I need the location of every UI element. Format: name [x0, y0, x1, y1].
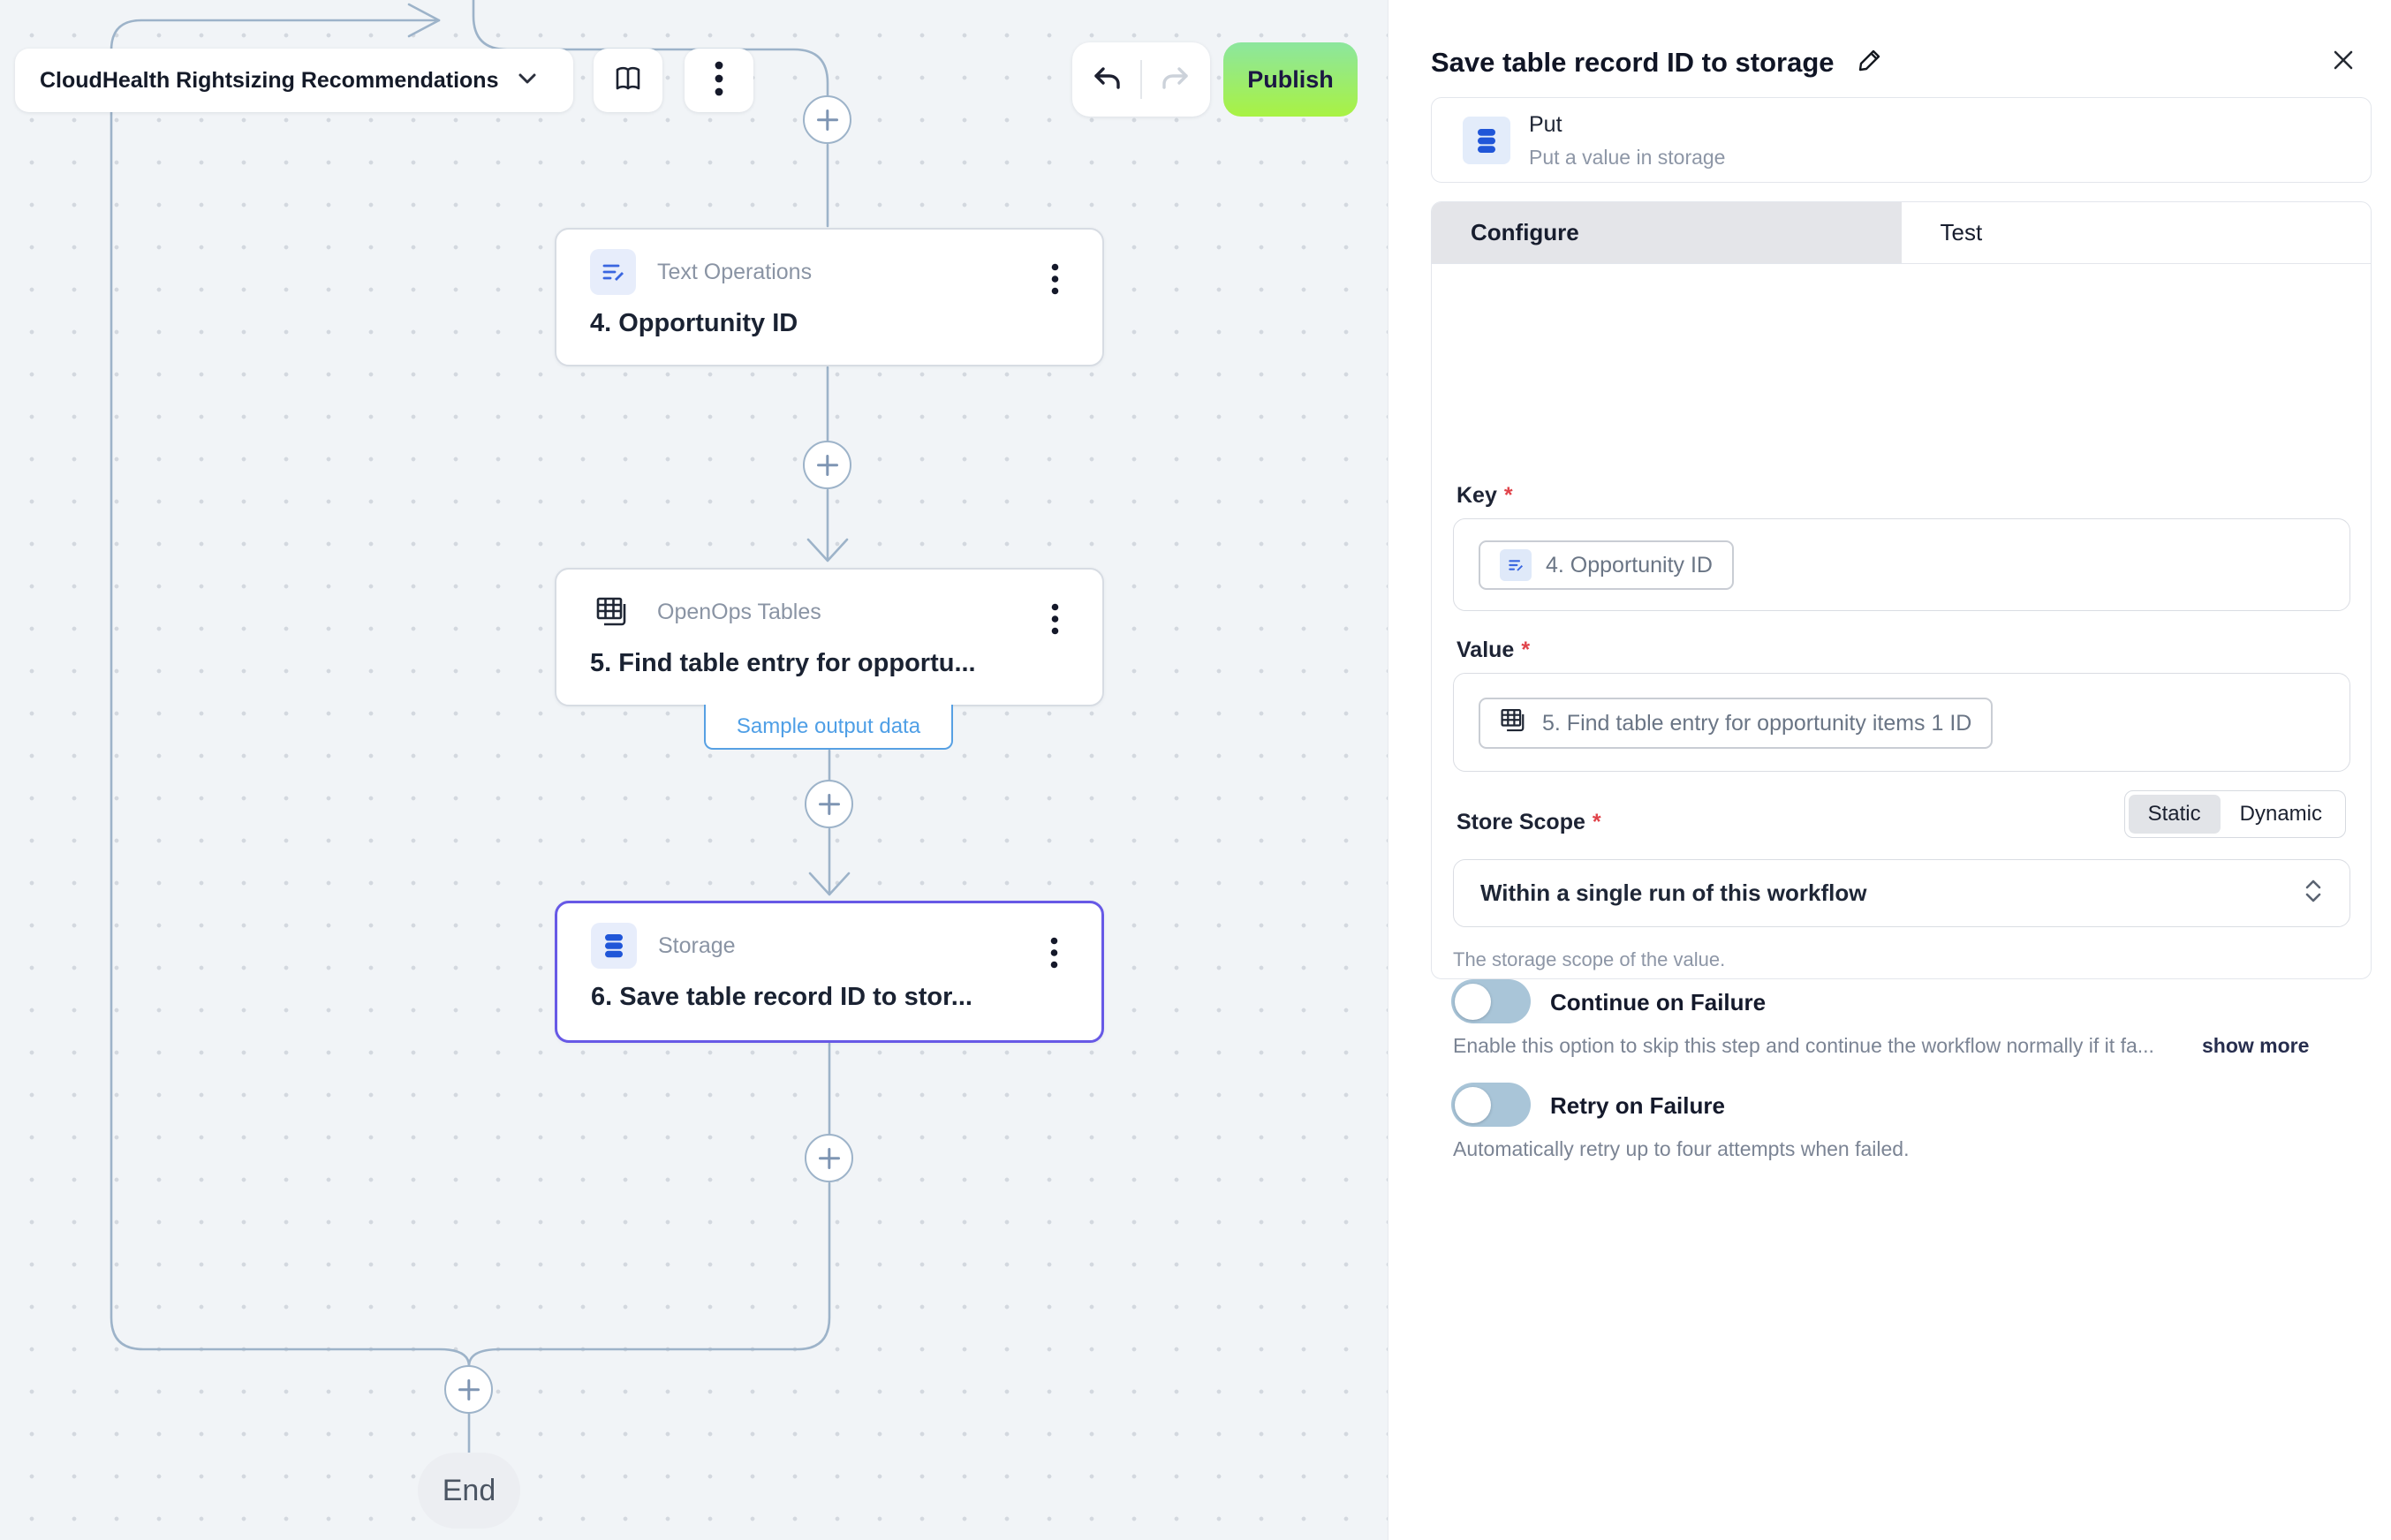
- key-token-chip[interactable]: 4. Opportunity ID: [1479, 540, 1734, 590]
- value-token-chip[interactable]: 5. Find table entry for opportunity item…: [1479, 698, 1994, 749]
- select-chevrons-icon: [2304, 878, 2323, 909]
- node-menu-button[interactable]: [1037, 598, 1072, 640]
- key-token-text: 4. Opportunity ID: [1546, 552, 1713, 578]
- continue-on-failure-description: Enable this option to skip this step and…: [1453, 1034, 2154, 1057]
- node-title: 6. Save table record ID to stor...: [591, 983, 972, 1011]
- sample-output-data-link[interactable]: Sample output data: [704, 705, 953, 750]
- node-openops-tables[interactable]: OpenOps Tables 5. Find table entry for o…: [555, 568, 1104, 706]
- node-storage-selected[interactable]: Storage 6. Save table record ID to stor.…: [555, 901, 1104, 1043]
- node-menu-button[interactable]: [1036, 932, 1071, 974]
- required-asterisk: *: [1503, 483, 1513, 508]
- node-text-operations[interactable]: Text Operations 4. Opportunity ID: [555, 228, 1104, 366]
- undo-button[interactable]: [1072, 42, 1140, 117]
- key-input[interactable]: 4. Opportunity ID: [1453, 518, 2350, 611]
- continue-on-failure-label: Continue on Failure: [1550, 989, 1767, 1015]
- tables-icon: [1500, 707, 1528, 740]
- segment-dynamic[interactable]: Dynamic: [2239, 802, 2322, 826]
- flow-name-button[interactable]: CloudHealth Rightsizing Recommendations: [15, 49, 573, 112]
- show-more-link[interactable]: show more: [2202, 1034, 2310, 1057]
- action-description: Put a value in storage: [1529, 146, 1726, 169]
- node-menu-button[interactable]: [1037, 258, 1072, 300]
- step-settings-panel: Save table record ID to storage: [1388, 0, 2391, 1540]
- arrowhead-into-storage: [808, 872, 851, 896]
- static-dynamic-segmented-control: Static Dynamic: [2123, 790, 2346, 838]
- chevron-down-icon: [516, 71, 539, 91]
- action-summary-card: Put Put a value in storage: [1431, 97, 2372, 183]
- tables-icon: [590, 589, 636, 635]
- store-scope-select[interactable]: Within a single run of this workflow: [1453, 859, 2350, 927]
- required-asterisk: *: [1592, 810, 1601, 834]
- add-step-button-merge[interactable]: [444, 1365, 493, 1414]
- store-scope-helper-text: The storage scope of the value.: [1453, 948, 1726, 970]
- retry-on-failure-toggle[interactable]: [1451, 1083, 1531, 1127]
- key-field-label: Key: [1457, 483, 1497, 508]
- workflow-edges: [110, 0, 851, 1455]
- edit-name-pencil-icon[interactable]: [1856, 46, 1884, 79]
- add-step-button-4[interactable]: [805, 1134, 853, 1182]
- store-scope-selected-value: Within a single run of this workflow: [1480, 879, 1867, 906]
- add-step-button-2[interactable]: [803, 441, 851, 489]
- arrowhead-into-tables: [806, 538, 849, 562]
- action-name: Put: [1529, 112, 1562, 137]
- retry-on-failure-description: Automatically retry up to four attempts …: [1453, 1137, 1910, 1160]
- workflow-canvas[interactable]: CloudHealth Rightsizing Recommendations: [0, 0, 1388, 1540]
- docs-button[interactable]: [594, 49, 662, 112]
- storage-database-icon: [591, 923, 637, 969]
- node-app-name: OpenOps Tables: [657, 599, 821, 624]
- close-icon[interactable]: [2331, 48, 2356, 77]
- retry-on-failure-label: Retry on Failure: [1550, 1092, 1725, 1119]
- flow-name: CloudHealth Rightsizing Recommendations: [40, 67, 499, 93]
- flow-menu-button[interactable]: [685, 49, 753, 112]
- text-operations-icon: [590, 249, 636, 295]
- tab-test[interactable]: Test: [1940, 219, 1983, 245]
- tab-configure[interactable]: Configure: [1432, 202, 1902, 263]
- redo-button[interactable]: [1142, 42, 1210, 117]
- node-title: 5. Find table entry for opportu...: [590, 649, 976, 677]
- publish-button[interactable]: Publish: [1223, 42, 1358, 117]
- segment-static[interactable]: Static: [2128, 795, 2221, 834]
- add-step-button-1[interactable]: [803, 95, 851, 144]
- loop-back-edge: [110, 19, 471, 1368]
- value-token-text: 5. Find table entry for opportunity item…: [1542, 710, 1972, 736]
- value-input[interactable]: 5. Find table entry for opportunity item…: [1453, 673, 2350, 772]
- book-icon: [613, 65, 643, 96]
- configure-section: Configure Test Key* 4. Opportunity ID: [1431, 201, 2372, 1160]
- put-database-icon: [1463, 117, 1510, 164]
- add-step-button-3[interactable]: [805, 780, 853, 828]
- undo-redo-group: [1072, 42, 1210, 117]
- continue-on-failure-toggle[interactable]: [1451, 979, 1531, 1023]
- node-title: 4. Opportunity ID: [590, 309, 798, 337]
- end-node: End: [418, 1453, 520, 1529]
- kebab-icon: [714, 60, 724, 102]
- node-app-name: Text Operations: [657, 259, 813, 284]
- store-scope-label: Store Scope: [1457, 810, 1585, 834]
- node-app-name: Storage: [658, 932, 736, 958]
- divider: [1140, 60, 1142, 99]
- loop-back-arrowhead: [407, 3, 441, 38]
- panel-title: Save table record ID to storage: [1431, 46, 1835, 78]
- required-asterisk: *: [1521, 638, 1531, 662]
- value-field-label: Value: [1457, 638, 1515, 662]
- text-operations-icon: [1500, 549, 1532, 581]
